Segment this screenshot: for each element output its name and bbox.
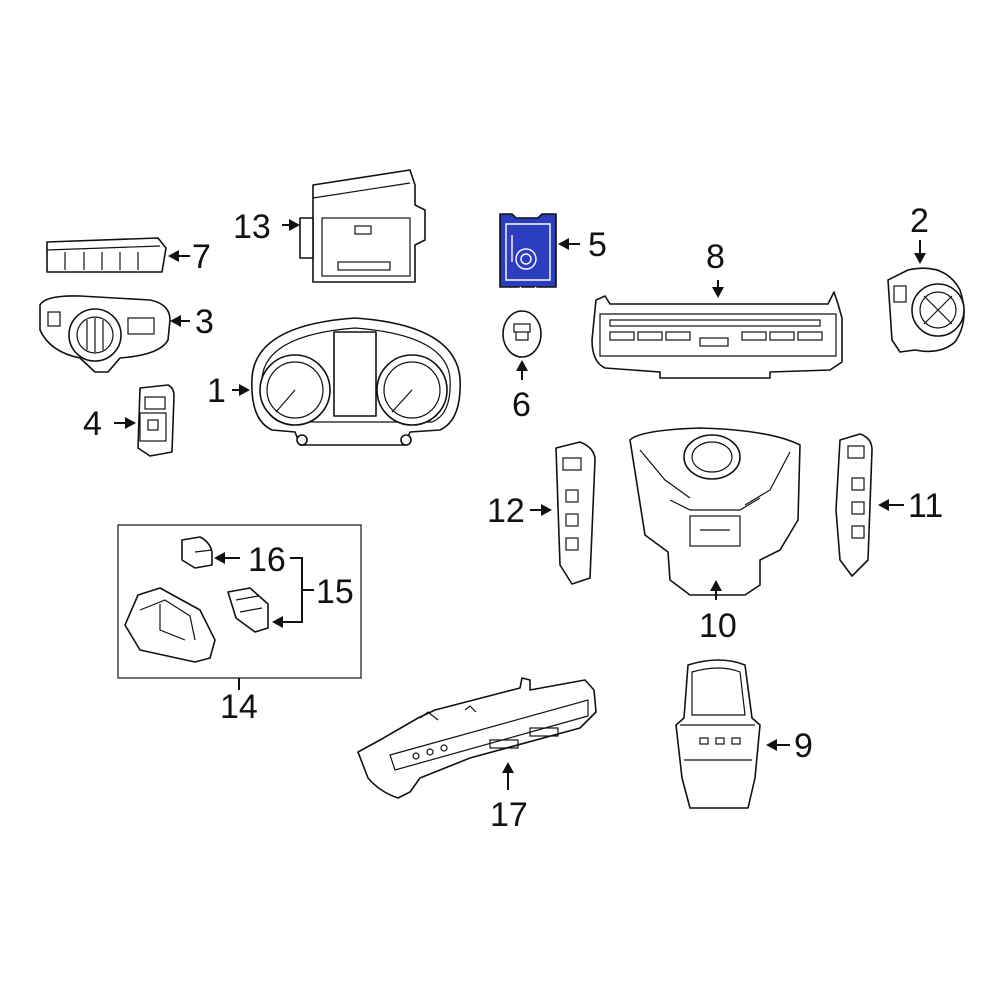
part-8-climate-panel[interactable] — [591, 291, 843, 379]
callout-16: 16 — [248, 541, 286, 579]
callout-17: 17 — [490, 796, 528, 834]
callout-2: 2 — [910, 202, 929, 240]
part-13-module[interactable] — [299, 169, 426, 283]
callout-12: 12 — [487, 492, 525, 530]
part-17-control-panel[interactable] — [357, 677, 597, 799]
part-10-console-trim[interactable] — [629, 427, 801, 596]
part-12-switch-strip[interactable] — [555, 441, 596, 585]
callout-14: 14 — [220, 688, 258, 726]
part-11-switch-strip[interactable] — [835, 433, 873, 577]
callout-4: 4 — [83, 405, 102, 443]
callout-8: 8 — [706, 238, 725, 276]
part-15-socket[interactable] — [227, 587, 269, 633]
part-3-light-switch[interactable] — [39, 295, 171, 373]
part-16-bulb[interactable] — [181, 536, 213, 569]
callout-13: 13 — [233, 208, 271, 246]
part-6-button[interactable] — [502, 310, 542, 358]
part-9-shifter-module[interactable] — [675, 659, 761, 809]
part-14-lamp-housing[interactable] — [124, 587, 216, 663]
part-1-instrument-cluster[interactable] — [251, 317, 461, 446]
part-4-switch[interactable] — [137, 384, 175, 457]
callout-1: 1 — [207, 372, 226, 410]
callout-10: 10 — [699, 607, 737, 645]
callout-9: 9 — [794, 727, 813, 765]
callout-15: 15 — [316, 573, 354, 611]
part-7-switch-strip[interactable] — [46, 237, 167, 273]
callout-3: 3 — [195, 303, 214, 341]
callout-5: 5 — [588, 226, 607, 264]
callout-6: 6 — [512, 386, 531, 424]
part-2-rotary-knob[interactable] — [887, 267, 965, 353]
part-5-switch-highlighted[interactable] — [499, 213, 557, 293]
callout-7: 7 — [192, 238, 211, 276]
callout-11: 11 — [908, 487, 943, 525]
